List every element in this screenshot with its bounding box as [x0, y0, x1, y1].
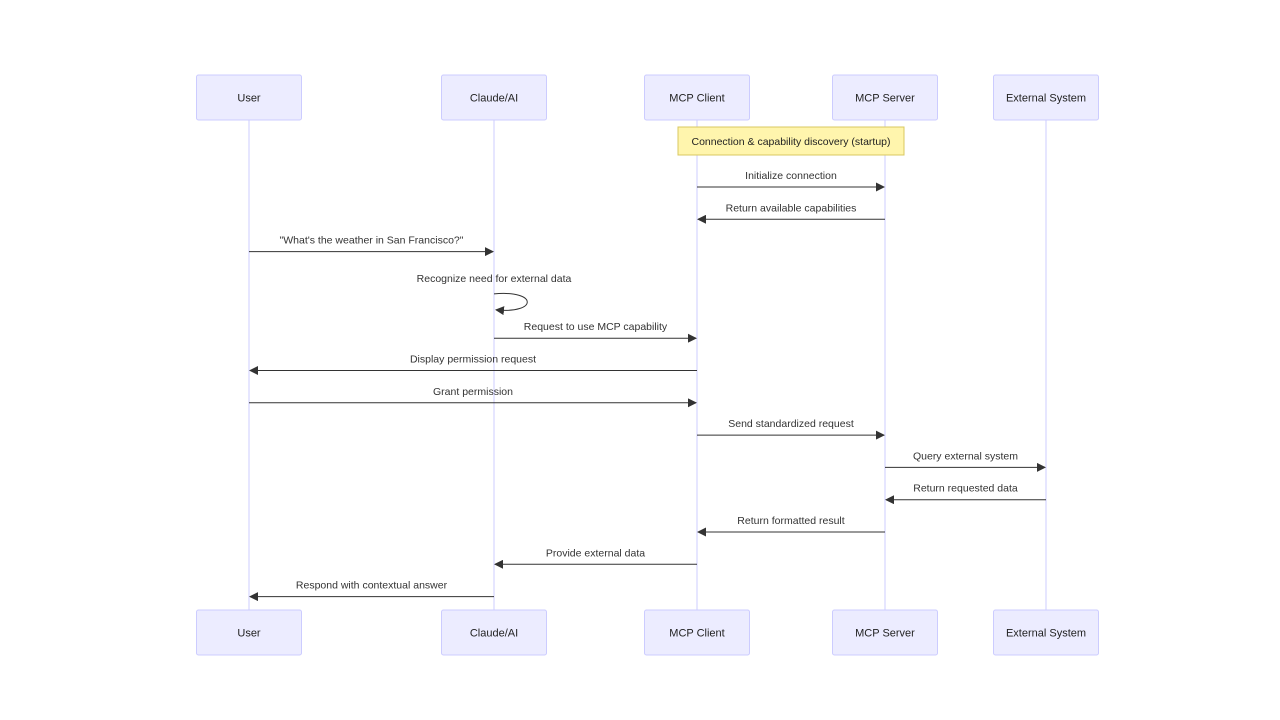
participant-label: User: [237, 628, 261, 640]
lifelines: [248, 120, 1047, 610]
message-12: Provide external data: [494, 547, 697, 569]
participant-box: [993, 74, 1099, 121]
message-label: Respond with contextual answer: [296, 580, 448, 592]
participant-label: MCP Client: [669, 628, 724, 640]
participant-client-top: MCP Client: [644, 74, 750, 121]
participant-label: User: [237, 93, 261, 105]
participants-bottom: User Claude/AI MCP Client MCP Server Externa…: [196, 609, 1099, 656]
message-5: Request to use MCP capability: [494, 321, 697, 343]
message-label: Send standardized request: [728, 418, 854, 430]
message-label: Return formatted result: [737, 515, 844, 527]
discovery-note: Connection & capability discovery (start…: [677, 126, 905, 156]
participant-box: [644, 609, 750, 656]
participant-box: [441, 609, 547, 656]
participant-label: Claude/AI: [470, 93, 518, 105]
participant-client-bottom: MCP Client: [644, 609, 750, 656]
participant-user-top: User: [196, 74, 302, 121]
participant-box: [441, 74, 547, 121]
participant-server-bottom: MCP Server: [832, 609, 938, 656]
message-label: Return requested data: [913, 483, 1018, 495]
participant-label: MCP Client: [669, 93, 724, 105]
message-label: Return available capabilities: [726, 202, 857, 214]
message-11: Return formatted result: [697, 515, 885, 537]
message-13: Respond with contextual answer: [249, 580, 494, 602]
message-label: Recognize need for external data: [417, 273, 572, 285]
message-3: "What's the weather in San Francisco?": [249, 235, 494, 257]
note-layer: Connection & capability discovery (start…: [677, 126, 905, 156]
participant-external-bottom: External System: [993, 609, 1099, 656]
participant-label: MCP Server: [855, 628, 915, 640]
participant-label: Claude/AI: [470, 628, 518, 640]
participant-label: MCP Server: [855, 93, 915, 105]
message-6: Display permission request: [249, 354, 697, 375]
message-label: Provide external data: [546, 547, 645, 559]
participant-label: External System: [1006, 93, 1086, 105]
message-4: Recognize need for external data: [417, 273, 572, 316]
message-10: Return requested data: [885, 483, 1046, 505]
message-7: Grant permission: [249, 386, 697, 408]
participants-top: User Claude/AI MCP Client MCP Server Externa…: [196, 74, 1099, 121]
message-label: Display permission request: [410, 354, 536, 366]
message-2: Return available capabilities: [697, 202, 885, 224]
participant-server-top: MCP Server: [832, 74, 938, 121]
participant-box: [644, 74, 750, 121]
participant-user-bottom: User: [196, 609, 302, 656]
participant-box: [832, 609, 938, 656]
participant-ai-bottom: Claude/AI: [441, 609, 547, 656]
participant-box: [832, 74, 938, 121]
note-text: Connection & capability discovery (start…: [691, 136, 890, 148]
message-8: Send standardized request: [697, 418, 885, 440]
participant-box: [196, 609, 302, 656]
message-9: Query external system: [885, 450, 1046, 472]
participant-label: External System: [1006, 628, 1086, 640]
message-label: Grant permission: [433, 386, 513, 398]
participant-box: [196, 74, 302, 121]
message-label: "What's the weather in San Francisco?": [280, 235, 464, 247]
message-label: Initialize connection: [745, 170, 837, 182]
participant-box: [993, 609, 1099, 656]
participant-ai-top: Claude/AI: [441, 74, 547, 121]
message-1: Initialize connection: [697, 170, 885, 192]
message-label: Request to use MCP capability: [524, 321, 668, 333]
note-box: [677, 126, 905, 156]
message-label: Query external system: [913, 450, 1018, 462]
participant-external-top: External System: [993, 74, 1099, 121]
self-message-loop: [493, 292, 528, 316]
